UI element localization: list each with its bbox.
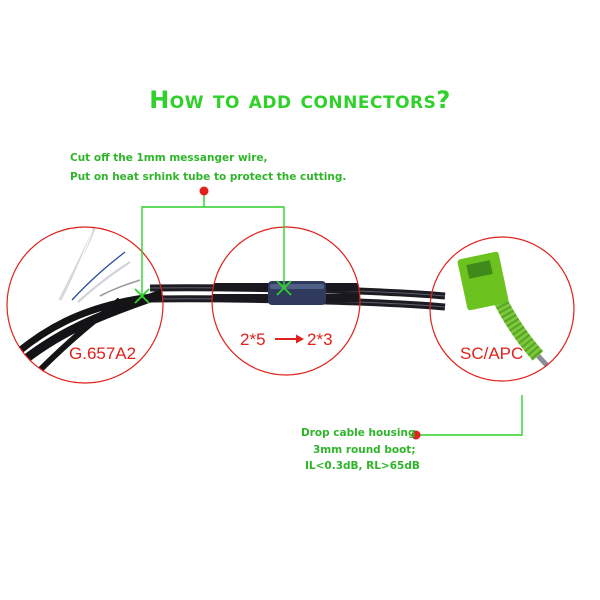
- callout-dot-bottom: [411, 430, 421, 440]
- right-zoom-circle: [429, 236, 575, 382]
- cutting-instructions: Cut off the 1mm messanger wire, Put on h…: [70, 149, 346, 187]
- page-title: How to add connectors?: [149, 86, 451, 114]
- top-callout: [134, 186, 292, 304]
- arrow-right-icon: [275, 334, 304, 344]
- cable-spec-to: 2*3: [307, 330, 333, 349]
- instruction-line-2: Put on heat srhink tube to protect the c…: [70, 171, 347, 183]
- spec-line-3: IL<0.3dB, RL>65dB: [305, 460, 420, 472]
- left-zoom-circle: [6, 226, 164, 384]
- left-circle-label: G.657A2: [69, 344, 136, 363]
- connector-closeup: [457, 251, 574, 381]
- right-circle-label: SC/APC: [460, 344, 523, 363]
- cable-spec-from: 2*5: [240, 330, 266, 349]
- callout-dot-top: [199, 186, 209, 196]
- cut-mark-left: [134, 288, 150, 304]
- spec-line-2: 3mm round boot;: [313, 443, 416, 456]
- spec-line-1: Drop cable housing: [301, 427, 416, 439]
- bottom-callout: [411, 395, 523, 440]
- middle-zoom-circle: [211, 226, 361, 376]
- connector-spec-note: Drop cable housing 3mm round boot; IL<0.…: [301, 425, 420, 475]
- instruction-line-1: Cut off the 1mm messanger wire,: [70, 152, 268, 164]
- sc-apc-connector-body: [457, 251, 509, 311]
- cut-mark-middle: [276, 280, 292, 296]
